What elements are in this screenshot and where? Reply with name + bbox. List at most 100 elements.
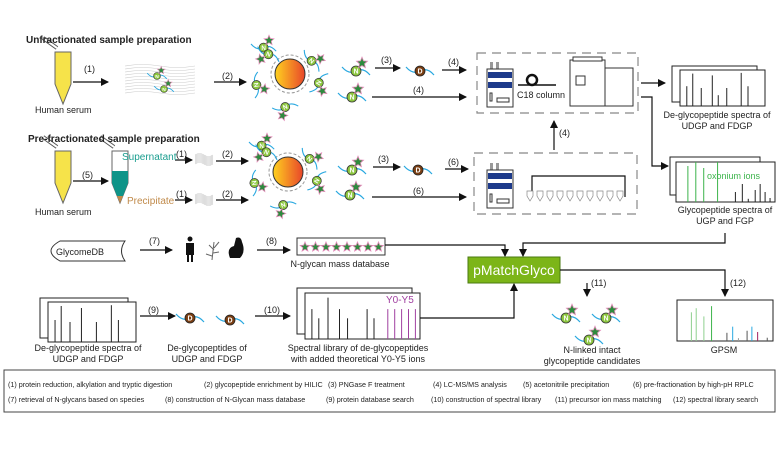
chicken-icon — [228, 237, 244, 258]
glyco-spectra-label: UGP and FGP — [696, 216, 754, 226]
deglyco-spectrum — [679, 69, 766, 107]
nglycan-db-label: N-glycan mass database — [290, 259, 389, 269]
glycopeptide-icon: N — [335, 180, 365, 201]
human-icon — [186, 236, 194, 262]
n-glycosite — [346, 164, 358, 176]
ms-body — [569, 59, 606, 107]
fraction-tube-icon — [576, 190, 584, 202]
n-glyph: N — [265, 49, 272, 57]
digest-fiber — [194, 159, 214, 163]
n-glyph: N — [586, 338, 591, 345]
human-leg — [187, 254, 189, 262]
n-glycosite — [344, 189, 356, 201]
glycan-star-icon — [299, 240, 311, 252]
tube-body — [54, 150, 72, 205]
glycopeptide-icon: N — [153, 78, 175, 93]
tube-body — [54, 51, 72, 106]
tube-icon — [41, 36, 72, 106]
c18-column-icon — [525, 73, 539, 87]
precipitate-label: Precipitate — [127, 196, 175, 207]
deglycopeptides-label: UDGP and FDGP — [172, 354, 243, 364]
lc-detail — [496, 198, 510, 204]
lc-panel — [488, 183, 512, 189]
glycan-star-icon — [320, 240, 332, 252]
glycopeptide-icon: N — [341, 56, 371, 77]
digest-fiber — [194, 153, 214, 157]
legend-item: (8) construction of N-Glycan mass databa… — [165, 395, 305, 404]
n-glyph: N — [305, 155, 313, 164]
glyco-spectra-label: Glycopeptide spectra of — [678, 205, 773, 215]
d-glyph: D — [417, 69, 422, 76]
digest-fiber — [194, 158, 214, 162]
deglycopeptide-icon: D — [175, 312, 205, 324]
digest-fiber — [124, 64, 196, 68]
human-body — [186, 243, 194, 255]
step-label: (1) — [84, 64, 95, 74]
glycopeptide-icon: N — [252, 144, 278, 163]
glycopeptide-icon: N — [249, 169, 269, 197]
legend-item: (1) protein reduction, alkylation and tr… — [8, 380, 172, 389]
digest-fiber — [124, 79, 196, 83]
supernatant-label: Supernatant — [122, 152, 177, 163]
glycopeptide-icon: N — [337, 82, 367, 103]
n-glycosite — [280, 102, 291, 112]
digest-fiber — [194, 202, 214, 206]
oxonium-ions-label: oxonium ions — [707, 171, 761, 181]
glycan-star-icon — [349, 180, 363, 193]
human-head — [187, 236, 193, 242]
legend-item: (4) LC-MS/MS analysis — [433, 380, 507, 389]
c18-column-label: C18 column — [517, 90, 565, 100]
step-label: (1) — [176, 149, 187, 159]
bead-halo — [268, 152, 308, 192]
n-glycosite — [261, 147, 272, 158]
digest-fiber — [124, 82, 196, 86]
glycan-star-icon — [330, 240, 343, 252]
tube-icon — [98, 135, 129, 205]
digest-fiber — [194, 196, 214, 200]
legend-item: (5) acetonitrile precipitation — [523, 380, 609, 389]
spectral-library-label: Spectral library of de-glycopeptides — [288, 343, 429, 353]
n-glyph: N — [312, 177, 321, 185]
mass-spectrometer-icon — [569, 56, 634, 107]
legend-item: (12) spectral library search — [673, 395, 758, 404]
legend-item: (11) precursor ion mass matching — [555, 395, 662, 404]
deglycopeptide-icon: D — [215, 314, 245, 326]
n-glycosite — [350, 65, 362, 77]
lc-panel — [488, 72, 512, 78]
glycan-star-icon — [277, 109, 289, 122]
glyco-spectrum — [675, 161, 776, 203]
legend-item: (10) construction of spectral library — [431, 395, 542, 404]
lc-detail — [489, 193, 493, 203]
tube-cap — [42, 136, 58, 148]
tube-cap — [99, 136, 115, 148]
supernatant-fill — [112, 171, 128, 196]
lc-panel — [488, 173, 512, 179]
step-label: (2) — [222, 71, 233, 81]
hilic-bead — [272, 156, 304, 188]
glycan-star-icon — [605, 303, 619, 316]
legend-box — [3, 369, 776, 413]
glycan-star-icon — [588, 325, 602, 338]
n-glyph: N — [261, 45, 266, 52]
n-glyph: N — [603, 316, 608, 323]
glycan-star-icon — [256, 180, 269, 193]
glycan-star-icon — [309, 240, 322, 252]
pmatchglyco-label: pMatchGlyco — [473, 262, 555, 278]
d-glyph: D — [187, 316, 192, 323]
digest-fiber — [194, 157, 214, 161]
glycan-star-icon — [341, 240, 353, 252]
fraction-tube-icon — [596, 190, 604, 202]
n-glycosite — [583, 334, 595, 346]
spectral-library-label: with added theoretical Y0-Y5 ions — [290, 354, 425, 364]
connector-line — [531, 175, 626, 197]
n-glyph: N — [263, 147, 270, 155]
fraction-tube-icon — [606, 190, 614, 202]
n-glyph: N — [281, 102, 288, 110]
n-glyph: N — [563, 316, 568, 323]
glycan-star-icon — [351, 155, 365, 168]
glycan-star-icon — [275, 207, 287, 220]
deglyco-spectra-label: UDGP and FDGP — [682, 121, 753, 131]
step-label: (12) — [730, 278, 746, 288]
digest-fiber — [124, 91, 196, 95]
